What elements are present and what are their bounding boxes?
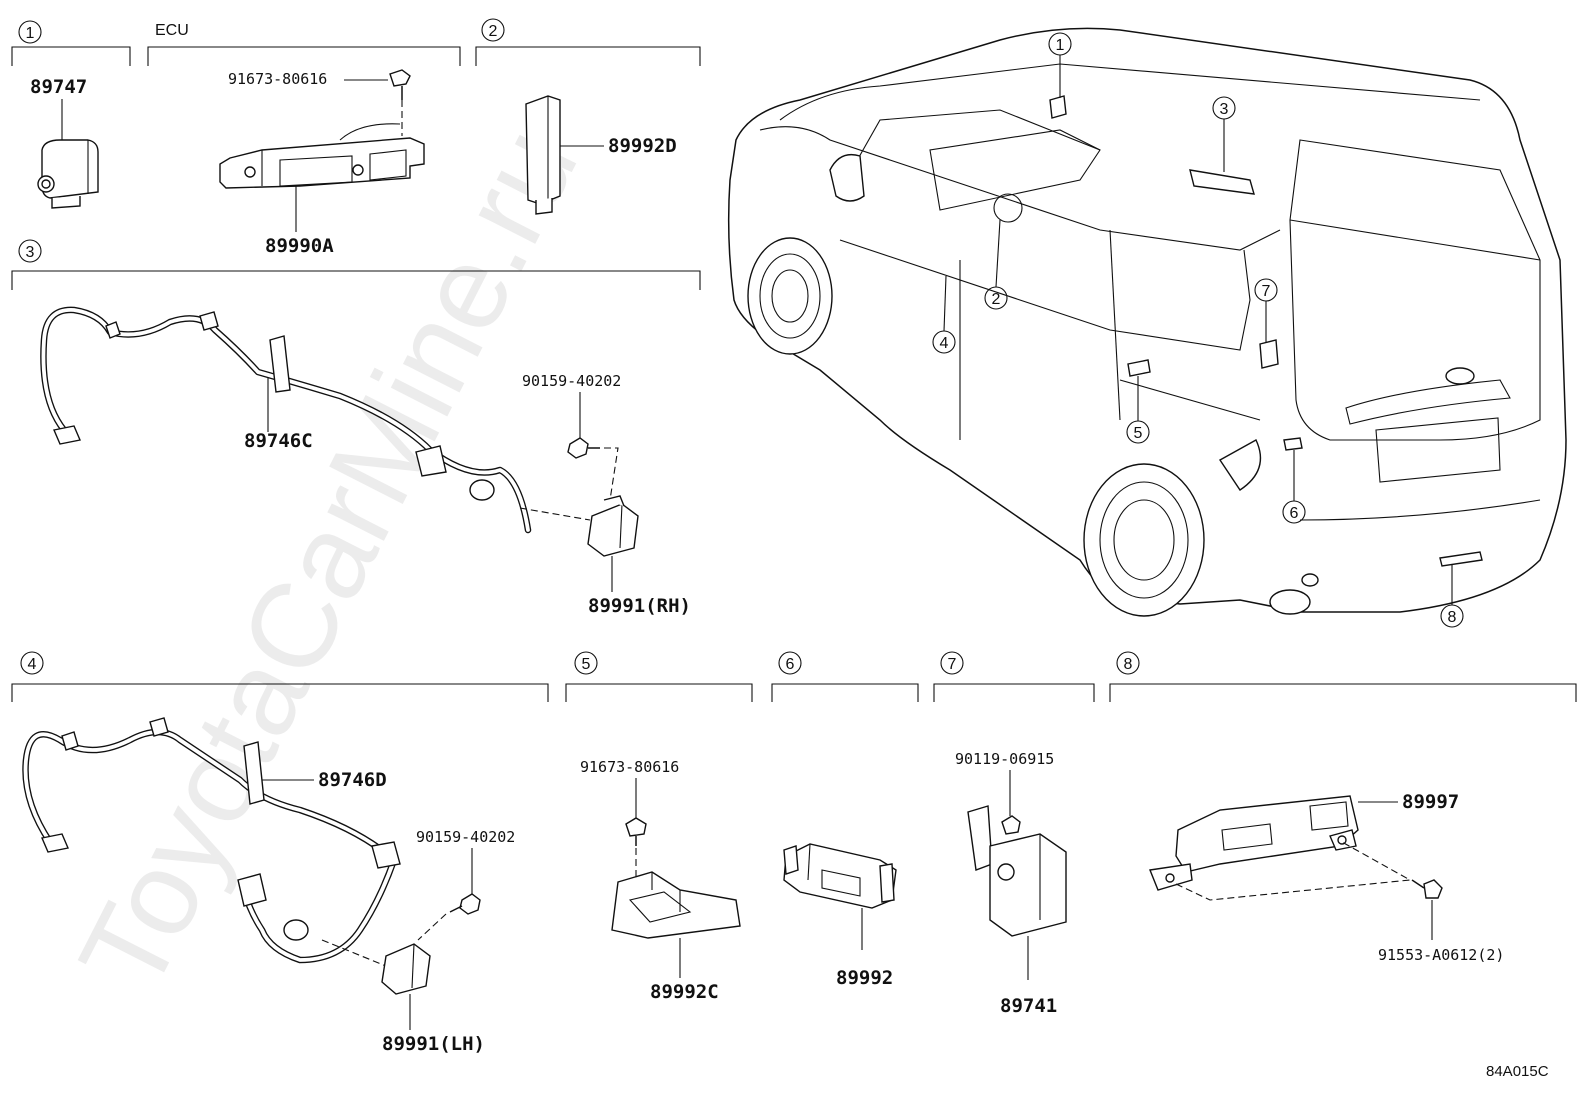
part-89746C-harness[interactable] [40,306,532,534]
section-6-bracket [771,683,919,702]
section-1: 1 89747 [11,20,131,209]
section-3-number: 3 [26,244,35,261]
part-90119-06915-bolt[interactable] [1001,815,1021,835]
part-label-89992C[interactable]: 89992C [650,981,719,1003]
vehicle-callout-6: 6 [1290,505,1299,522]
part-89992D-antenna[interactable] [525,95,561,215]
section-8: 8 89997 91553-A0612(2) [1109,651,1577,964]
section-7-bracket [933,683,1095,702]
part-89992-unit[interactable] [783,843,897,909]
part-label-89991-lh[interactable]: 89991(LH) [382,1033,485,1055]
part-89746D-harness[interactable] [22,717,401,964]
part-label-91673-80616-s5[interactable]: 91673-80616 [580,758,679,776]
part-89990A-ecu-unit[interactable] [219,123,425,189]
section-4-circle [20,651,44,675]
diagram-reference-code: 84A015C [1486,1063,1549,1080]
vehicle-callout-5: 5 [1134,425,1143,442]
vehicle-callout-3: 3 [1220,101,1229,118]
part-label-89741[interactable]: 89741 [1000,995,1057,1017]
section-5-bracket [565,683,753,702]
section-8-number: 8 [1124,656,1133,673]
section-4-number: 4 [28,656,37,673]
part-label-90159-40202-lh[interactable]: 90159-40202 [416,828,515,846]
section-3-circle [18,239,42,263]
vehicle-callout-8: 8 [1448,609,1457,626]
part-90159-40202-bolt-lh[interactable] [449,893,481,915]
part-label-89991-rh[interactable]: 89991(RH) [588,595,691,617]
section-7: 7 90119-06915 89741 [933,651,1095,1017]
part-label-89992D[interactable]: 89992D [608,135,677,157]
part-89741-unit[interactable] [967,805,1067,937]
part-label-89746C[interactable]: 89746C [244,430,313,452]
section-2-bracket [475,46,701,66]
part-91673-80616-bolt-s5[interactable] [625,817,647,846]
section-4: 4 89746D 90159-40202 89991(LH) [11,651,549,1055]
part-label-90159-40202-rh[interactable]: 90159-40202 [522,372,621,390]
section-2-circle [481,18,505,42]
part-89992C-bracket[interactable] [611,871,741,939]
section-6-circle [778,651,802,675]
ecu-heading: ECU [155,22,189,39]
section-2: 2 89992D [475,18,701,215]
section-5: 5 91673-80616 89992C [565,651,753,1003]
part-label-89997[interactable]: 89997 [1402,791,1459,813]
part-label-89992[interactable]: 89992 [836,967,893,989]
section-2-number: 2 [489,23,498,40]
section-3-bracket [11,270,701,290]
part-label-89990A[interactable]: 89990A [265,235,334,257]
section-6: 6 89992 [771,651,919,989]
section-4-bracket [11,683,549,702]
vehicle-callout-4: 4 [940,335,949,352]
section-7-number: 7 [948,656,957,673]
section-8-bracket [1109,683,1577,702]
vehicle-callout-2: 2 [992,291,1001,308]
part-89747-sensor[interactable] [37,139,99,209]
vehicle-illustration: 1 2 3 4 5 6 7 8 [727,27,1567,628]
section-1-number: 1 [26,25,35,42]
section-5-number: 5 [582,656,591,673]
section-5-circle [574,651,598,675]
part-91673-80616-bolt[interactable] [389,69,411,100]
section-1-bracket [11,46,131,66]
part-label-91673-80616[interactable]: 91673-80616 [228,70,327,88]
part-label-90119-06915[interactable]: 90119-06915 [955,750,1054,768]
part-label-91553-A0612[interactable]: 91553-A0612(2) [1378,946,1504,964]
section-ecu: ECU 91673-80616 89990A [147,22,461,257]
part-90159-40202-bolt-rh[interactable] [567,437,600,459]
part-label-89747[interactable]: 89747 [30,76,87,98]
section-1-circle [18,20,42,44]
section-7-circle [940,651,964,675]
part-89991-rh-sensor[interactable] [587,495,639,557]
section-8-circle [1116,651,1140,675]
part-89991-lh-sensor[interactable] [381,943,431,995]
part-label-89746D[interactable]: 89746D [318,769,387,791]
section-ecu-bracket [147,46,461,66]
vehicle-callout-1: 1 [1056,37,1065,54]
section-6-number: 6 [786,656,795,673]
vehicle-callout-7: 7 [1262,283,1271,300]
section-3: 3 89746C 90159-40202 89991(RH) [11,239,701,617]
part-91553-A0612-bolt[interactable] [1411,879,1443,899]
part-89997-unit[interactable] [1149,795,1359,891]
